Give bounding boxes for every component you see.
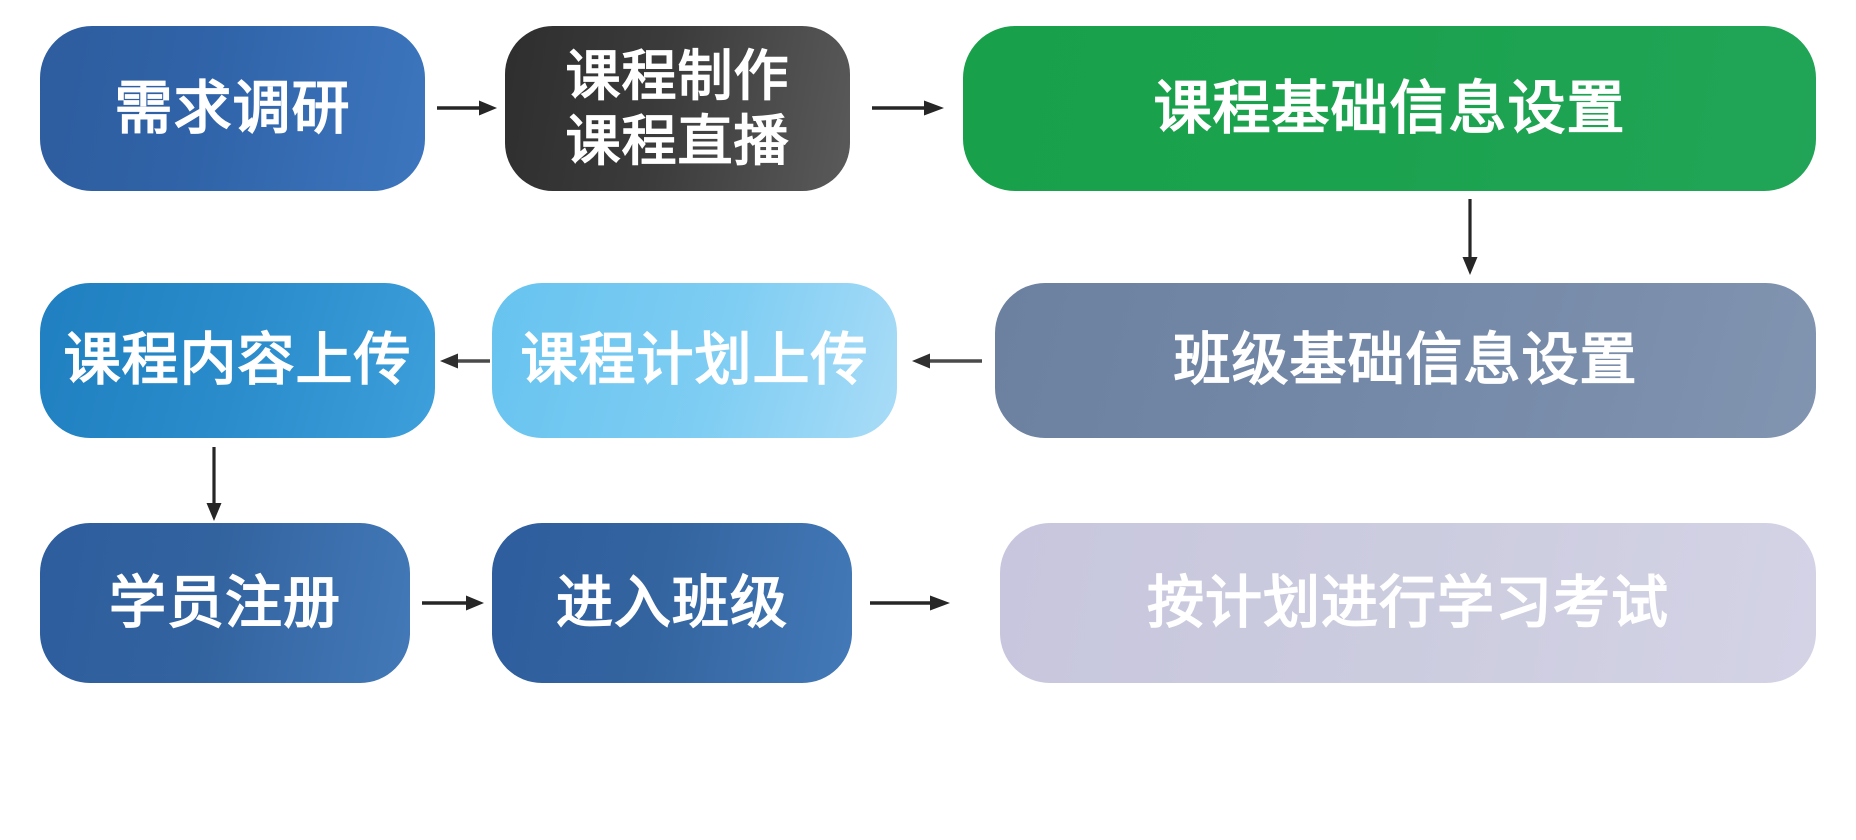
arrow-contentupload-to-register xyxy=(202,447,226,521)
node-class-basic-info-settings-label: 班级基础信息设置 xyxy=(1173,328,1638,393)
arrow-register-to-enterclass xyxy=(422,591,484,615)
node-demand-research[interactable]: 需求调研 xyxy=(40,26,425,191)
arrow-enterclass-to-study xyxy=(870,591,950,615)
arrow-classinfo-to-planupload xyxy=(912,349,982,373)
node-course-basic-info-settings-label: 课程基础信息设置 xyxy=(1153,75,1626,141)
arrow-planupload-to-contentupload xyxy=(440,349,490,373)
node-student-registration[interactable]: 学员注册 xyxy=(40,523,410,683)
node-class-basic-info-settings[interactable]: 班级基础信息设置 xyxy=(995,283,1816,438)
node-enter-class-label: 进入班级 xyxy=(556,570,788,635)
node-course-plan-upload-label: 课程计划上传 xyxy=(520,328,869,393)
node-course-production-label: 课程制作 课程直播 xyxy=(565,44,790,172)
node-course-plan-upload[interactable]: 课程计划上传 xyxy=(492,283,897,438)
arrow-courseinfo-to-classinfo xyxy=(1458,199,1482,275)
arrow-demand-to-production xyxy=(437,96,497,120)
node-enter-class[interactable]: 进入班级 xyxy=(492,523,852,683)
node-study-and-exam-by-plan-label: 按计划进行学习考试 xyxy=(1147,570,1669,635)
node-student-registration-label: 学员注册 xyxy=(109,570,341,635)
node-course-content-upload[interactable]: 课程内容上传 xyxy=(40,283,435,438)
arrow-production-to-courseinfo xyxy=(872,96,944,120)
node-course-basic-info-settings[interactable]: 课程基础信息设置 xyxy=(963,26,1816,191)
node-demand-research-label: 需求调研 xyxy=(114,75,351,141)
node-course-content-upload-label: 课程内容上传 xyxy=(63,328,412,393)
node-course-production[interactable]: 课程制作 课程直播 xyxy=(505,26,850,191)
node-study-and-exam-by-plan[interactable]: 按计划进行学习考试 xyxy=(1000,523,1816,683)
